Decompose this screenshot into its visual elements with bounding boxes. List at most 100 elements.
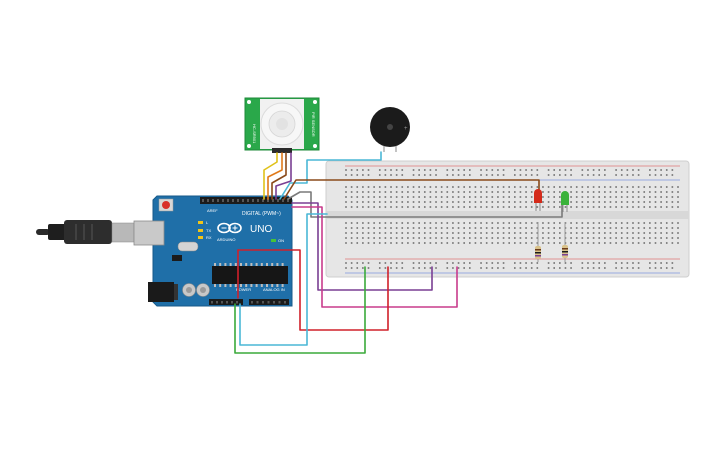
resistor-1[interactable] xyxy=(535,222,541,262)
breadboard-hole[interactable] xyxy=(508,206,510,208)
breadboard-hole[interactable] xyxy=(468,196,471,198)
breadboard-rail-hole[interactable] xyxy=(519,174,522,176)
breadboard-hole[interactable] xyxy=(395,242,398,244)
breadboard-hole[interactable] xyxy=(609,196,612,198)
breadboard-hole[interactable] xyxy=(654,237,657,239)
breadboard-hole[interactable] xyxy=(632,201,634,203)
breadboard-hole[interactable] xyxy=(665,196,668,198)
breadboard-hole[interactable] xyxy=(598,206,601,208)
breadboard-hole[interactable] xyxy=(395,237,398,239)
header-socket[interactable] xyxy=(284,301,286,304)
header-socket[interactable] xyxy=(236,301,238,304)
breadboard-hole[interactable] xyxy=(660,232,662,234)
breadboard-hole[interactable] xyxy=(446,206,449,208)
breadboard-hole[interactable] xyxy=(491,196,494,198)
breadboard-hole[interactable] xyxy=(660,222,662,224)
breadboard-hole[interactable] xyxy=(519,242,522,244)
breadboard-hole[interactable] xyxy=(536,222,539,224)
breadboard-hole[interactable] xyxy=(390,196,392,198)
breadboard-rail-hole[interactable] xyxy=(367,267,370,269)
breadboard-rail-hole[interactable] xyxy=(378,169,381,171)
breadboard-hole[interactable] xyxy=(592,227,595,229)
breadboard-hole[interactable] xyxy=(390,222,392,224)
breadboard-hole[interactable] xyxy=(570,196,572,198)
breadboard-hole[interactable] xyxy=(435,196,437,198)
breadboard-rail-hole[interactable] xyxy=(502,267,505,269)
breadboard-rail-hole[interactable] xyxy=(598,267,601,269)
breadboard-rail-hole[interactable] xyxy=(395,267,398,269)
breadboard-hole[interactable] xyxy=(581,242,584,244)
breadboard-rail-hole[interactable] xyxy=(592,174,595,176)
breadboard-rail-hole[interactable] xyxy=(401,262,404,264)
breadboard-rail-hole[interactable] xyxy=(649,267,651,269)
breadboard-hole[interactable] xyxy=(468,227,471,229)
breadboard-rail-hole[interactable] xyxy=(435,267,437,269)
breadboard-hole[interactable] xyxy=(407,186,409,188)
breadboard-hole[interactable] xyxy=(654,196,657,198)
breadboard-hole[interactable] xyxy=(632,242,634,244)
reset-button[interactable] xyxy=(162,201,170,209)
breadboard-hole[interactable] xyxy=(570,191,572,193)
breadboard-hole[interactable] xyxy=(570,242,572,244)
breadboard-hole[interactable] xyxy=(626,186,629,188)
breadboard-hole[interactable] xyxy=(485,186,488,188)
breadboard-hole[interactable] xyxy=(615,237,617,239)
breadboard-hole[interactable] xyxy=(637,206,640,208)
breadboard-hole[interactable] xyxy=(429,196,432,198)
breadboard-hole[interactable] xyxy=(407,232,409,234)
breadboard-hole[interactable] xyxy=(384,232,387,234)
header-socket[interactable] xyxy=(237,199,239,202)
breadboard-hole[interactable] xyxy=(519,237,522,239)
breadboard-hole[interactable] xyxy=(587,186,589,188)
breadboard-rail-hole[interactable] xyxy=(587,174,589,176)
breadboard-hole[interactable] xyxy=(514,227,516,229)
breadboard-rail-hole[interactable] xyxy=(626,262,629,264)
breadboard-hole[interactable] xyxy=(390,206,392,208)
breadboard-rail-hole[interactable] xyxy=(547,174,550,176)
breadboard-hole[interactable] xyxy=(626,237,629,239)
breadboard-hole[interactable] xyxy=(362,201,364,203)
breadboard-hole[interactable] xyxy=(423,222,426,224)
breadboard-hole[interactable] xyxy=(570,237,572,239)
breadboard-hole[interactable] xyxy=(626,191,629,193)
breadboard-hole[interactable] xyxy=(401,222,404,224)
breadboard-hole[interactable] xyxy=(525,186,527,188)
breadboard-hole[interactable] xyxy=(480,227,482,229)
breadboard-hole[interactable] xyxy=(350,196,353,198)
breadboard-hole[interactable] xyxy=(514,242,516,244)
breadboard-hole[interactable] xyxy=(468,222,471,224)
breadboard-hole[interactable] xyxy=(559,227,561,229)
breadboard-hole[interactable] xyxy=(446,242,449,244)
breadboard-hole[interactable] xyxy=(553,206,556,208)
breadboard-hole[interactable] xyxy=(649,232,651,234)
breadboard-hole[interactable] xyxy=(452,242,454,244)
breadboard-hole[interactable] xyxy=(440,227,443,229)
breadboard-hole[interactable] xyxy=(570,227,572,229)
breadboard-hole[interactable] xyxy=(412,242,415,244)
wire-cyan-analog[interactable] xyxy=(239,213,328,346)
breadboard-rail-hole[interactable] xyxy=(356,262,359,264)
breadboard-hole[interactable] xyxy=(514,201,516,203)
breadboard-hole[interactable] xyxy=(373,191,375,193)
breadboard-hole[interactable] xyxy=(384,227,387,229)
breadboard-hole[interactable] xyxy=(525,222,527,224)
breadboard-rail-hole[interactable] xyxy=(581,169,584,171)
breadboard-hole[interactable] xyxy=(418,186,420,188)
breadboard-hole[interactable] xyxy=(671,237,674,239)
breadboard-rail-hole[interactable] xyxy=(412,262,415,264)
breadboard-hole[interactable] xyxy=(508,242,510,244)
breadboard-hole[interactable] xyxy=(542,201,544,203)
breadboard-rail-hole[interactable] xyxy=(491,169,494,171)
breadboard-rail-hole[interactable] xyxy=(570,174,572,176)
breadboard-hole[interactable] xyxy=(626,227,629,229)
breadboard-rail-hole[interactable] xyxy=(452,267,454,269)
breadboard-hole[interactable] xyxy=(609,227,612,229)
breadboard-hole[interactable] xyxy=(519,222,522,224)
breadboard-hole[interactable] xyxy=(378,232,381,234)
breadboard-hole[interactable] xyxy=(615,186,617,188)
breadboard-hole[interactable] xyxy=(677,206,679,208)
breadboard-hole[interactable] xyxy=(654,242,657,244)
breadboard-hole[interactable] xyxy=(345,232,347,234)
breadboard-rail-hole[interactable] xyxy=(615,267,617,269)
breadboard-hole[interactable] xyxy=(654,186,657,188)
